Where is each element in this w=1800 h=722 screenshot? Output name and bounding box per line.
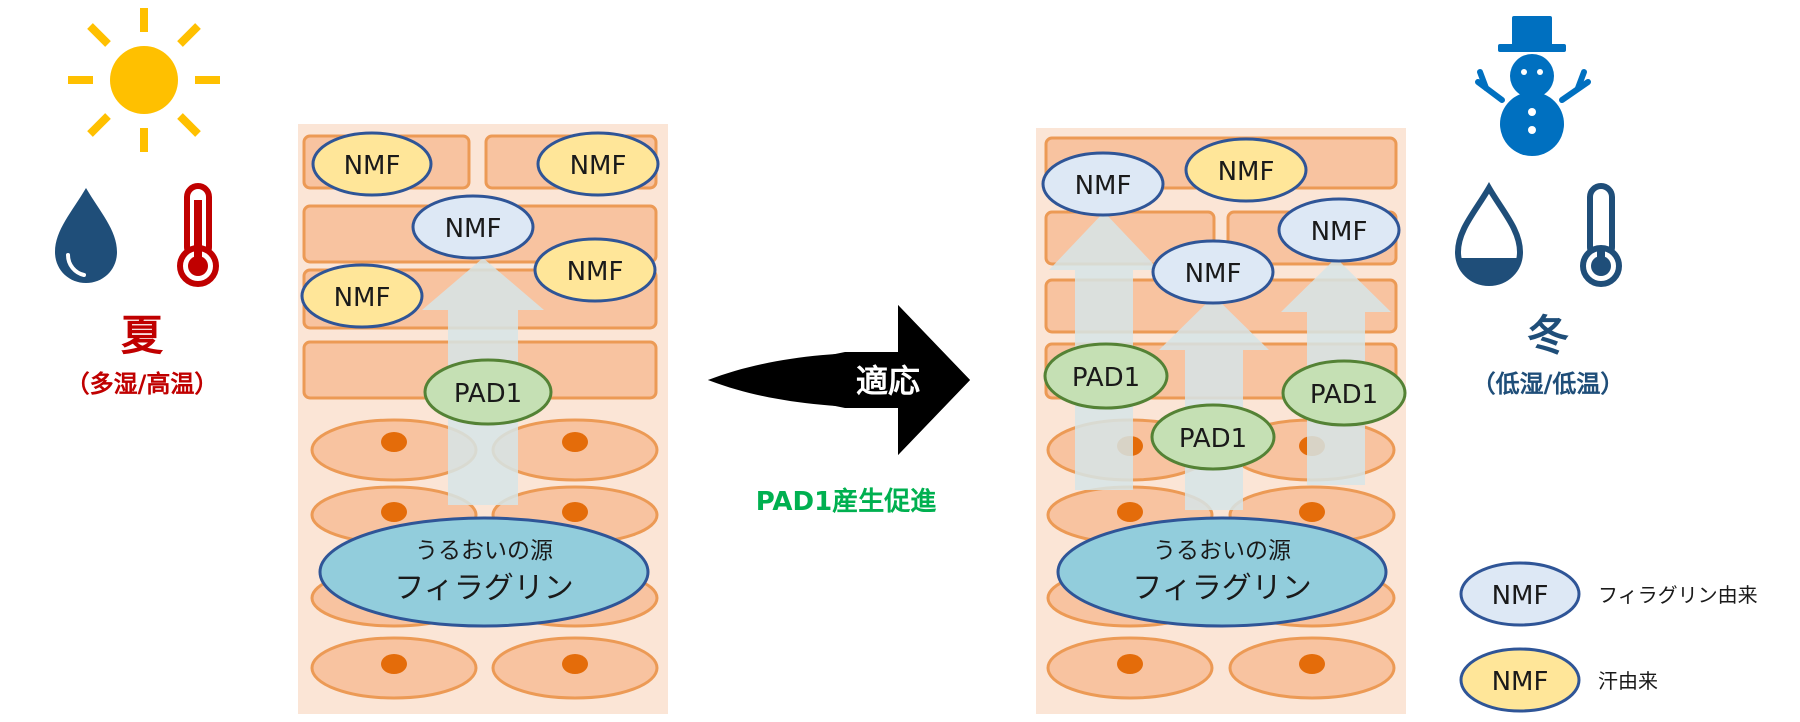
nucleus [381, 432, 407, 452]
nucleus [1299, 502, 1325, 522]
thermometer-cold-icon [1580, 183, 1622, 287]
nmf-filaggrin-oval [1041, 151, 1165, 217]
winter-skin-panel: うるおいの源 フィラグリン PAD1 PAD1 PAD1 NMF NMF NMF… [1036, 128, 1407, 714]
nmf-label: NMF [1075, 171, 1132, 201]
filaggrin-line2: フィラグリン [1132, 571, 1311, 606]
nmf-filaggrin-oval [411, 194, 535, 260]
filaggrin-oval [1056, 516, 1388, 628]
winter-condition-label: （低湿/低温） [1472, 370, 1625, 398]
nmf-sweat-oval [311, 131, 433, 197]
nucleus [1299, 654, 1325, 674]
legend-filaggrin-label: フィラグリン由来 [1598, 583, 1758, 607]
nucleus [1117, 654, 1143, 674]
summer-condition-label: （多湿/高温） [66, 370, 219, 398]
pad1-label: PAD1 [1179, 424, 1247, 454]
nucleus [562, 432, 588, 452]
adaptation-label: 適応 [856, 362, 920, 400]
legend-nmf-filaggrin-badge [1459, 561, 1581, 627]
filaggrin-line1: うるおいの源 [1153, 538, 1291, 564]
legend-sweat-label: 汗由来 [1598, 669, 1658, 693]
water-drop-icon [55, 188, 117, 283]
nmf-sweat-oval [300, 263, 424, 329]
pad1-label: PAD1 [1310, 380, 1378, 410]
thermometer-hot-icon [177, 183, 219, 287]
nmf-label: NMF [567, 257, 624, 287]
nucleus [381, 654, 407, 674]
nmf-label: NMF [1185, 259, 1242, 289]
winter-season-label: 冬 [1527, 311, 1569, 360]
pad1-label: PAD1 [454, 379, 522, 409]
nmf-sweat-oval [533, 237, 657, 303]
nmf-filaggrin-oval [1151, 239, 1275, 305]
adaptation-arrow: 適応 [708, 305, 970, 455]
nucleus [562, 502, 588, 522]
nmf-label: NMF [570, 151, 627, 181]
pad1-promotion-caption: PAD1産生促進 [756, 486, 936, 517]
filaggrin-line1: うるおいの源 [415, 538, 553, 564]
pad1-oval [1281, 359, 1407, 427]
nmf-label: NMF [334, 283, 391, 313]
legend: NMF フィラグリン由来 NMF 汗由来 [1459, 561, 1758, 713]
nucleus [562, 654, 588, 674]
water-drop-low-icon [1454, 182, 1524, 287]
nmf-label: NMF [1311, 217, 1368, 247]
legend-nmf-sweat-badge [1459, 647, 1581, 713]
filaggrin-line2: フィラグリン [394, 571, 573, 606]
sun-icon [68, 8, 220, 152]
nmf-sweat-oval [1184, 137, 1308, 203]
nucleus [381, 502, 407, 522]
summer-skin-panel: うるおいの源 フィラグリン PAD1 NMF NMF NMF NMF NMF [298, 124, 668, 714]
pad1-label: PAD1 [1072, 363, 1140, 393]
nmf-filaggrin-oval [1277, 197, 1401, 263]
nmf-label: NMF [344, 151, 401, 181]
legend-badge-label: NMF [1492, 581, 1549, 611]
nucleus [1117, 502, 1143, 522]
pad1-oval [423, 358, 553, 426]
snowman-icon [1475, 16, 1591, 156]
pad1-oval [1150, 403, 1276, 471]
nmf-label: NMF [1218, 157, 1275, 187]
nmf-sweat-oval [536, 131, 660, 197]
pad1-oval [1043, 342, 1169, 410]
legend-badge-label: NMF [1492, 667, 1549, 697]
filaggrin-oval [318, 516, 650, 628]
summer-season-label: 夏 [121, 311, 164, 360]
nmf-label: NMF [445, 214, 502, 244]
